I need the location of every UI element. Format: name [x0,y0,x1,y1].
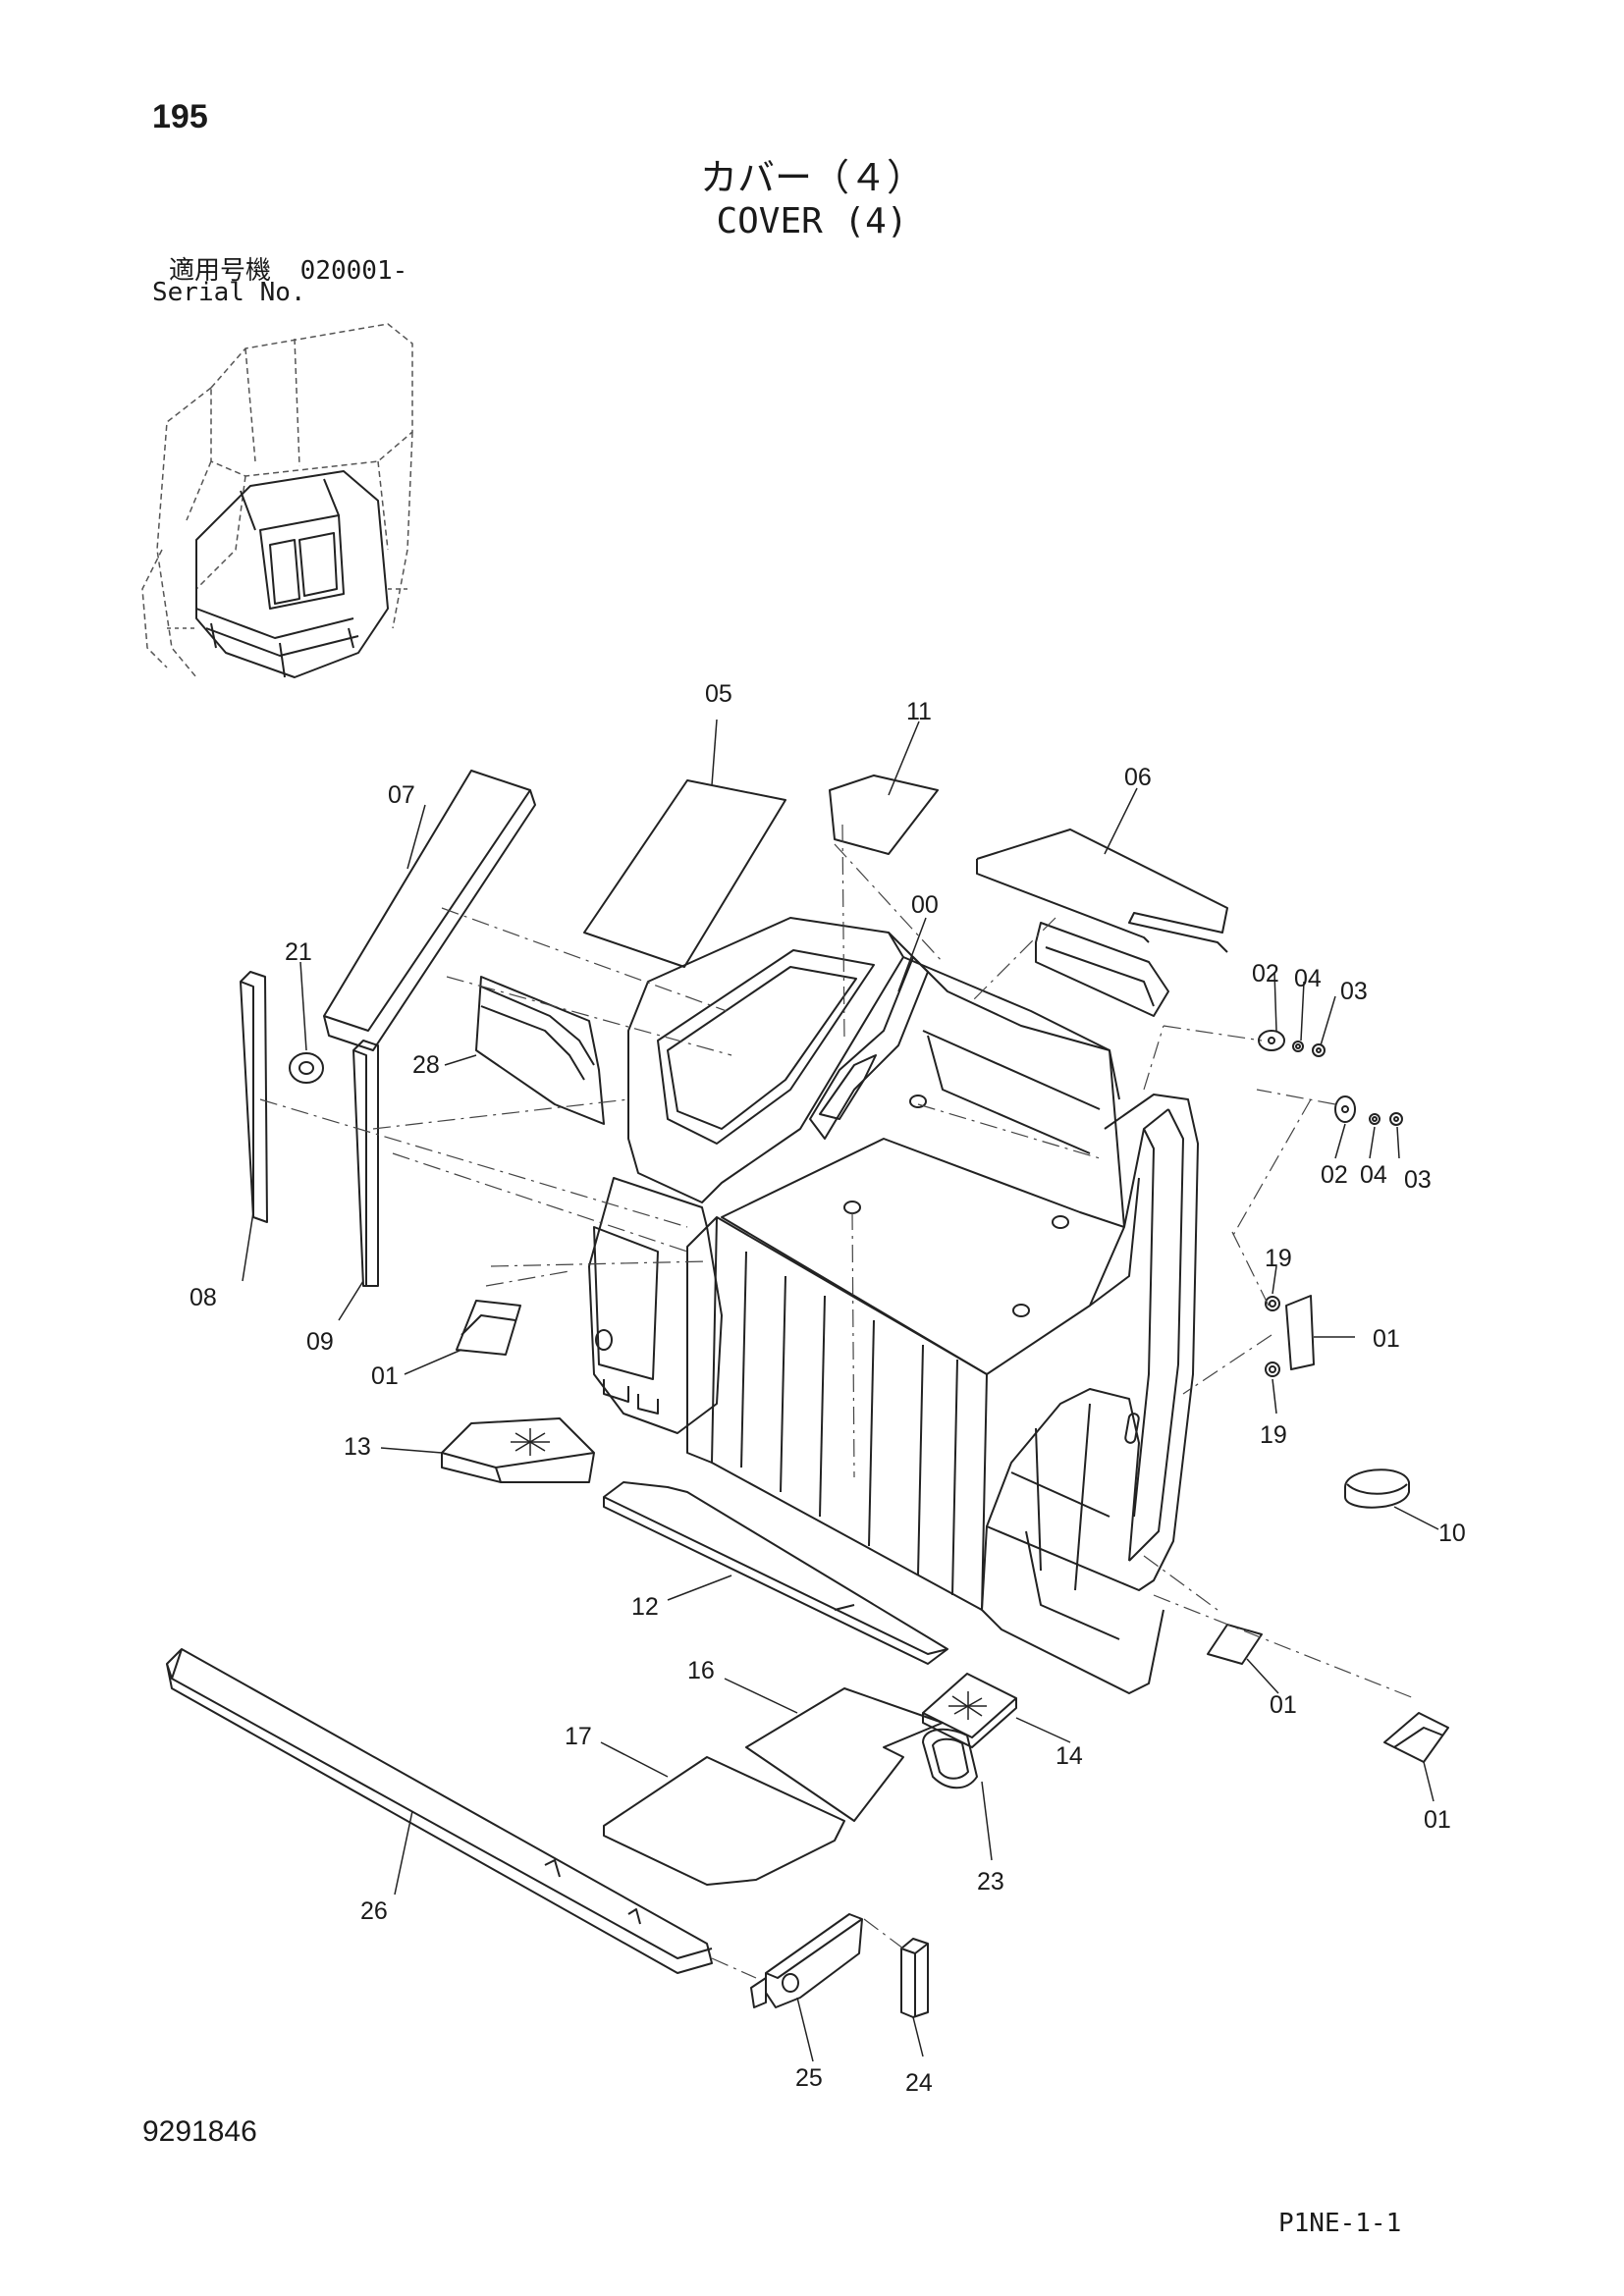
serial-label-en: Serial No. [152,278,306,307]
serial-range-jp: 適用号機 020001- [169,250,407,287]
part-09-strip [352,1040,379,1287]
parts-02-04-03-lower [1334,1095,1403,1126]
part-10-grommet [1344,1468,1410,1509]
callout-01-lower: 01 [1270,1691,1297,1719]
callout-26: 26 [360,1897,388,1925]
callout-19-lower: 19 [1260,1421,1287,1449]
part-01-pad-lower [1207,1624,1263,1665]
callout-11: 11 [906,698,932,725]
callout-01-corner: 01 [1424,1806,1451,1834]
part-00-cover-body [588,917,1199,1694]
callout-05: 05 [705,680,732,708]
callout-28: 28 [412,1051,440,1079]
part-21-washer [289,1052,324,1084]
callout-00: 00 [911,891,939,919]
callout-02-lower: 02 [1321,1161,1348,1189]
part-24-block [900,1938,929,2018]
callout-03-lower: 03 [1404,1166,1432,1194]
locator-thumbnail [141,323,413,678]
part-25-bracket [750,1913,863,2008]
part-07-bar [323,770,536,1051]
serial-value: 020001- [299,256,408,286]
callout-02-upper: 02 [1252,960,1279,988]
part-01-pad-right [1285,1295,1315,1370]
part-13-block [441,1417,595,1483]
part-26-rail [166,1648,713,1974]
part-05-panel [583,779,786,968]
part-28-bracket [475,976,605,1125]
callout-09: 09 [306,1328,334,1356]
part-23-seal [922,1728,978,1789]
callout-14: 14 [1056,1742,1083,1770]
part-16-sheet [745,1687,944,1822]
part-01-pad-left [456,1300,521,1356]
callout-04-lower: 04 [1360,1161,1387,1189]
callout-23: 23 [977,1868,1004,1896]
callout-04-upper: 04 [1294,965,1322,992]
title-japanese: カバー（４） [699,156,924,199]
part-11-sheet [829,774,939,855]
part-08-strip [240,971,268,1223]
phantom-lines [259,824,1415,1979]
part-14-block [922,1673,1017,1748]
part-06-panel [976,828,1228,1017]
callout-16: 16 [687,1657,715,1684]
callout-03-upper: 03 [1340,978,1368,1005]
callout-06: 06 [1124,764,1152,791]
parts-02-04-03-upper [1258,1030,1326,1057]
callout-24: 24 [905,2069,933,2097]
callout-08: 08 [189,1284,217,1311]
callout-17: 17 [565,1723,592,1750]
callout-21: 21 [285,938,312,966]
parts-19-nuts [1265,1296,1280,1377]
callout-01-left: 01 [371,1362,399,1390]
callout-labels: 05 11 06 07 00 21 02 04 03 28 02 04 03 1… [189,680,1466,2097]
serial-label-jp: 適用号機 [169,256,272,286]
callout-01-right: 01 [1373,1325,1400,1353]
callout-12: 12 [631,1593,659,1621]
page-code: P1NE-1-1 [1278,2209,1402,2238]
page-number: 195 [152,98,208,135]
document-number: 9291846 [142,2115,257,2148]
callout-10: 10 [1438,1520,1466,1547]
title-english: COVER (4) [716,201,908,241]
callout-19-upper: 19 [1265,1245,1292,1272]
leader-lines [242,719,1439,2062]
callout-25: 25 [795,2064,823,2092]
callout-07: 07 [388,781,415,809]
part-17-sheet [603,1756,845,1886]
part-01-pad-corner [1383,1712,1449,1763]
callout-13: 13 [344,1433,371,1461]
part-12-plate [603,1481,948,1665]
